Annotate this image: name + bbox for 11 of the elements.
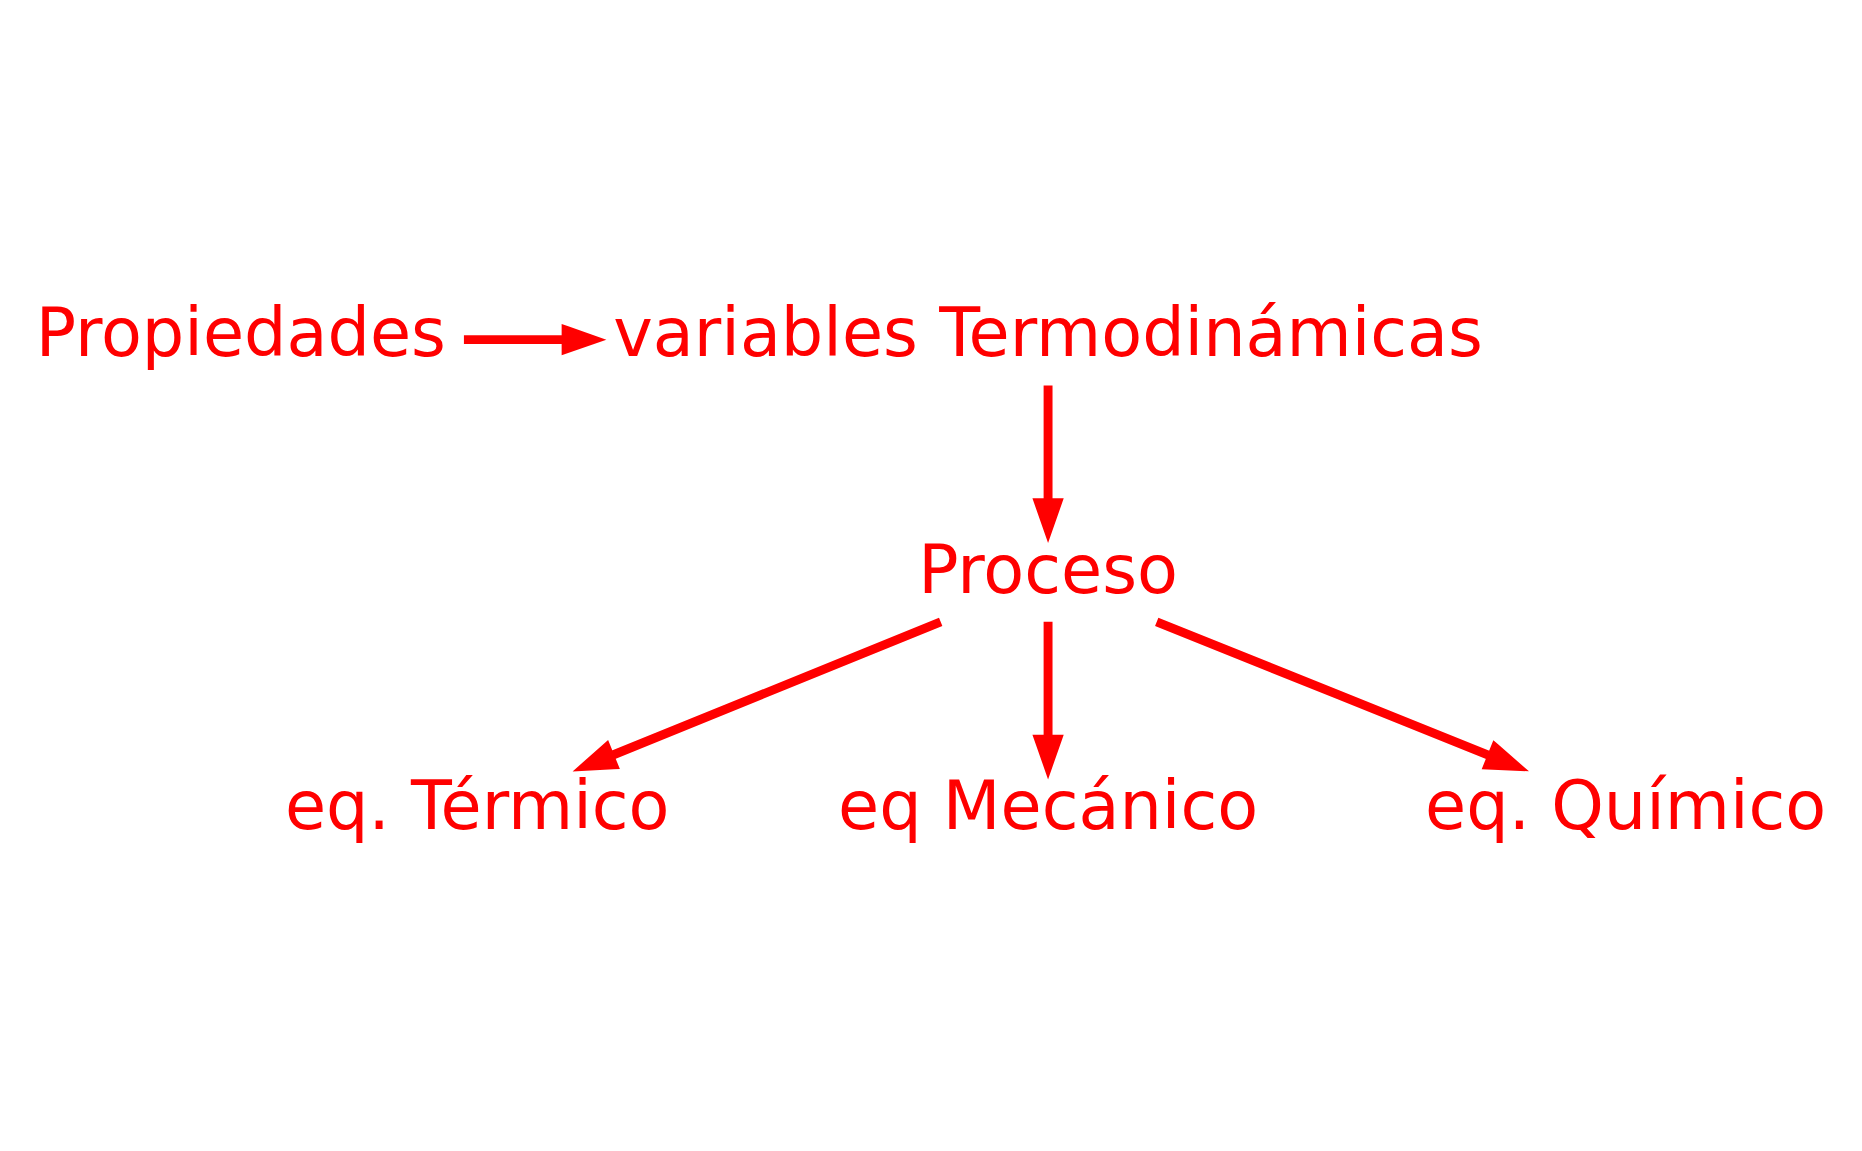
node-text: eq. Térmico (284, 766, 670, 845)
arrow (1032, 385, 1064, 543)
arrow (463, 323, 607, 355)
node-text: eq Mecánico (838, 766, 1259, 845)
node-text: Proceso (918, 530, 1178, 609)
arrow (1032, 621, 1064, 779)
node-text: Propiedades (35, 293, 446, 372)
node-text: variables Termodinámicas (613, 293, 1483, 372)
arrow (1155, 617, 1529, 771)
node-text: eq. Químico (1425, 766, 1827, 845)
arrow (572, 617, 943, 771)
